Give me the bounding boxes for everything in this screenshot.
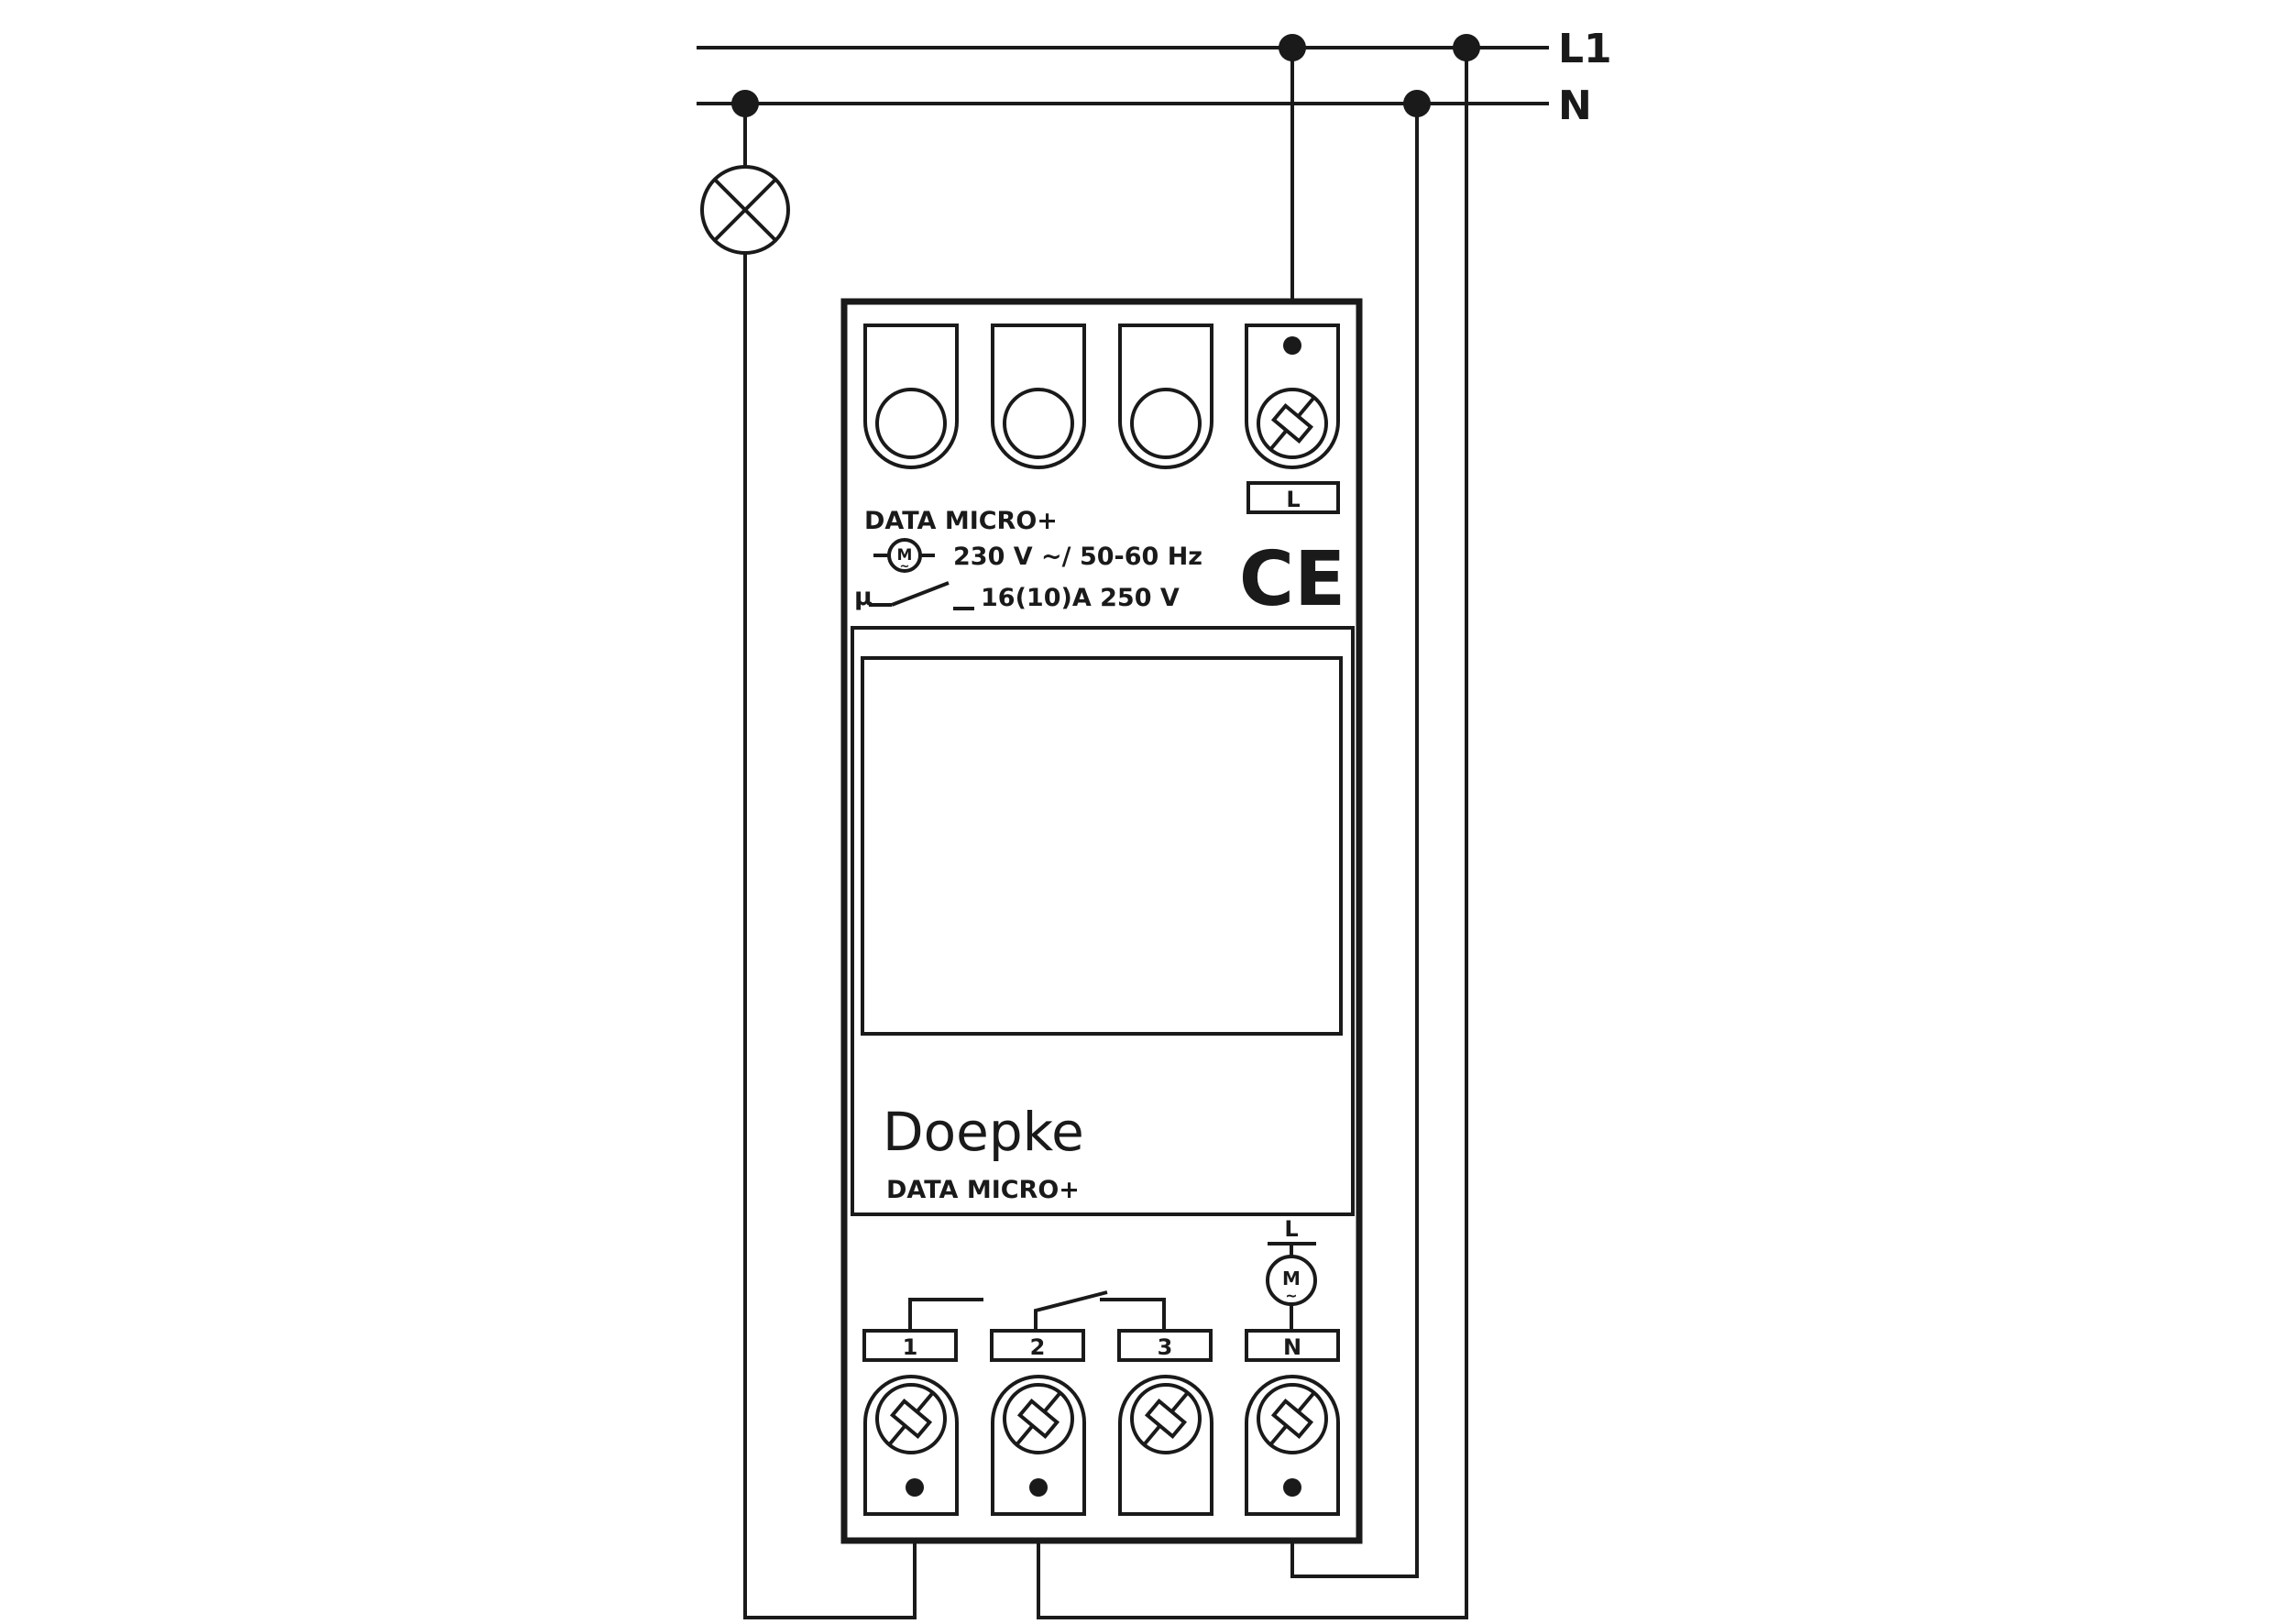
contact-1-line xyxy=(908,1298,983,1331)
svg-text:~: ~ xyxy=(900,560,910,574)
terminal-label-l: L xyxy=(1286,487,1300,512)
connection-dot xyxy=(1029,1478,1048,1497)
top-terminal-3 xyxy=(1118,324,1213,469)
supply-rating: 230 V ~/ 50-60 Hz xyxy=(953,543,1202,571)
bottom-terminal-3 xyxy=(1118,1375,1213,1516)
terminal-label-box xyxy=(990,1329,1085,1362)
terminal-label-box xyxy=(1246,481,1340,514)
terminal-label-2: 2 xyxy=(1030,1334,1046,1360)
top-terminal-2 xyxy=(991,324,1086,469)
terminal-label-box xyxy=(1117,1329,1213,1362)
connection-dot xyxy=(1283,336,1301,355)
model-name-top: DATA MICRO+ xyxy=(864,507,1058,535)
screw-slot-icon xyxy=(1268,1390,1316,1447)
terminal-label-n: N xyxy=(1283,1334,1301,1360)
screw-terminal-icon xyxy=(1003,1383,1074,1454)
screw-slot-icon xyxy=(1268,395,1316,452)
terminal-label-box xyxy=(862,1329,958,1362)
brand-logo: Doepke xyxy=(883,1101,1084,1163)
top-terminals: L xyxy=(863,324,1340,514)
switch-contact-icon xyxy=(891,581,950,607)
motor-icon xyxy=(887,538,922,573)
bottom-terminal-1 xyxy=(863,1375,959,1516)
model-name-bottom: DATA MICRO+ xyxy=(886,1176,1080,1204)
connection-dot xyxy=(1283,1478,1301,1497)
screw-slot-icon xyxy=(1142,1390,1190,1447)
top-terminal-1 xyxy=(863,324,959,469)
screw-slot-icon xyxy=(1015,1390,1062,1447)
terminal-label-1: 1 xyxy=(903,1334,918,1360)
ratings: DATA MICRO+ M ~ 230 V ~/ 50-60 Hz µ 16(1… xyxy=(854,507,1345,623)
motor-l-label: L xyxy=(1284,1216,1298,1242)
lamp xyxy=(700,104,790,255)
svg-text:~: ~ xyxy=(1285,1287,1297,1304)
n-label: N xyxy=(1558,82,1592,129)
screw-terminal-icon xyxy=(1257,388,1328,459)
wire-lamp-to-t1 xyxy=(743,253,917,1619)
display-window xyxy=(861,656,1343,1036)
bottom-terminal-2 xyxy=(991,1375,1086,1516)
terminal-label-box xyxy=(1245,1329,1340,1362)
terminal-hole xyxy=(875,388,947,459)
screw-terminal-icon xyxy=(1257,1383,1328,1454)
screw-slot-icon xyxy=(887,1390,935,1447)
contact-3-line xyxy=(1100,1298,1166,1331)
bottom-terminal-n xyxy=(1245,1375,1340,1516)
switch-contact-icon xyxy=(1034,1290,1108,1331)
micro-symbol: µ xyxy=(854,583,873,611)
screw-terminal-icon xyxy=(1130,1383,1202,1454)
svg-text:M: M xyxy=(1282,1267,1301,1289)
bottom-terminals xyxy=(863,1375,1340,1516)
terminal-label-3: 3 xyxy=(1158,1334,1173,1360)
l1-label: L1 xyxy=(1558,26,1612,72)
contact-rating: 16(10)A 250 V xyxy=(981,584,1180,612)
contact-schematic: L M ~ xyxy=(908,1216,1317,1331)
svg-text:M: M xyxy=(897,546,913,565)
ce-mark: CE xyxy=(1239,536,1345,623)
terminal-hole xyxy=(1130,388,1202,459)
screw-terminal-icon xyxy=(875,1383,947,1454)
connection-dot xyxy=(906,1478,924,1497)
wire-l1-to-t2 xyxy=(1037,48,1468,1619)
terminal-hole xyxy=(1003,388,1074,459)
bottom-terminal-labels: 1 2 3 N xyxy=(862,1329,1340,1362)
top-terminal-l xyxy=(1245,324,1340,469)
